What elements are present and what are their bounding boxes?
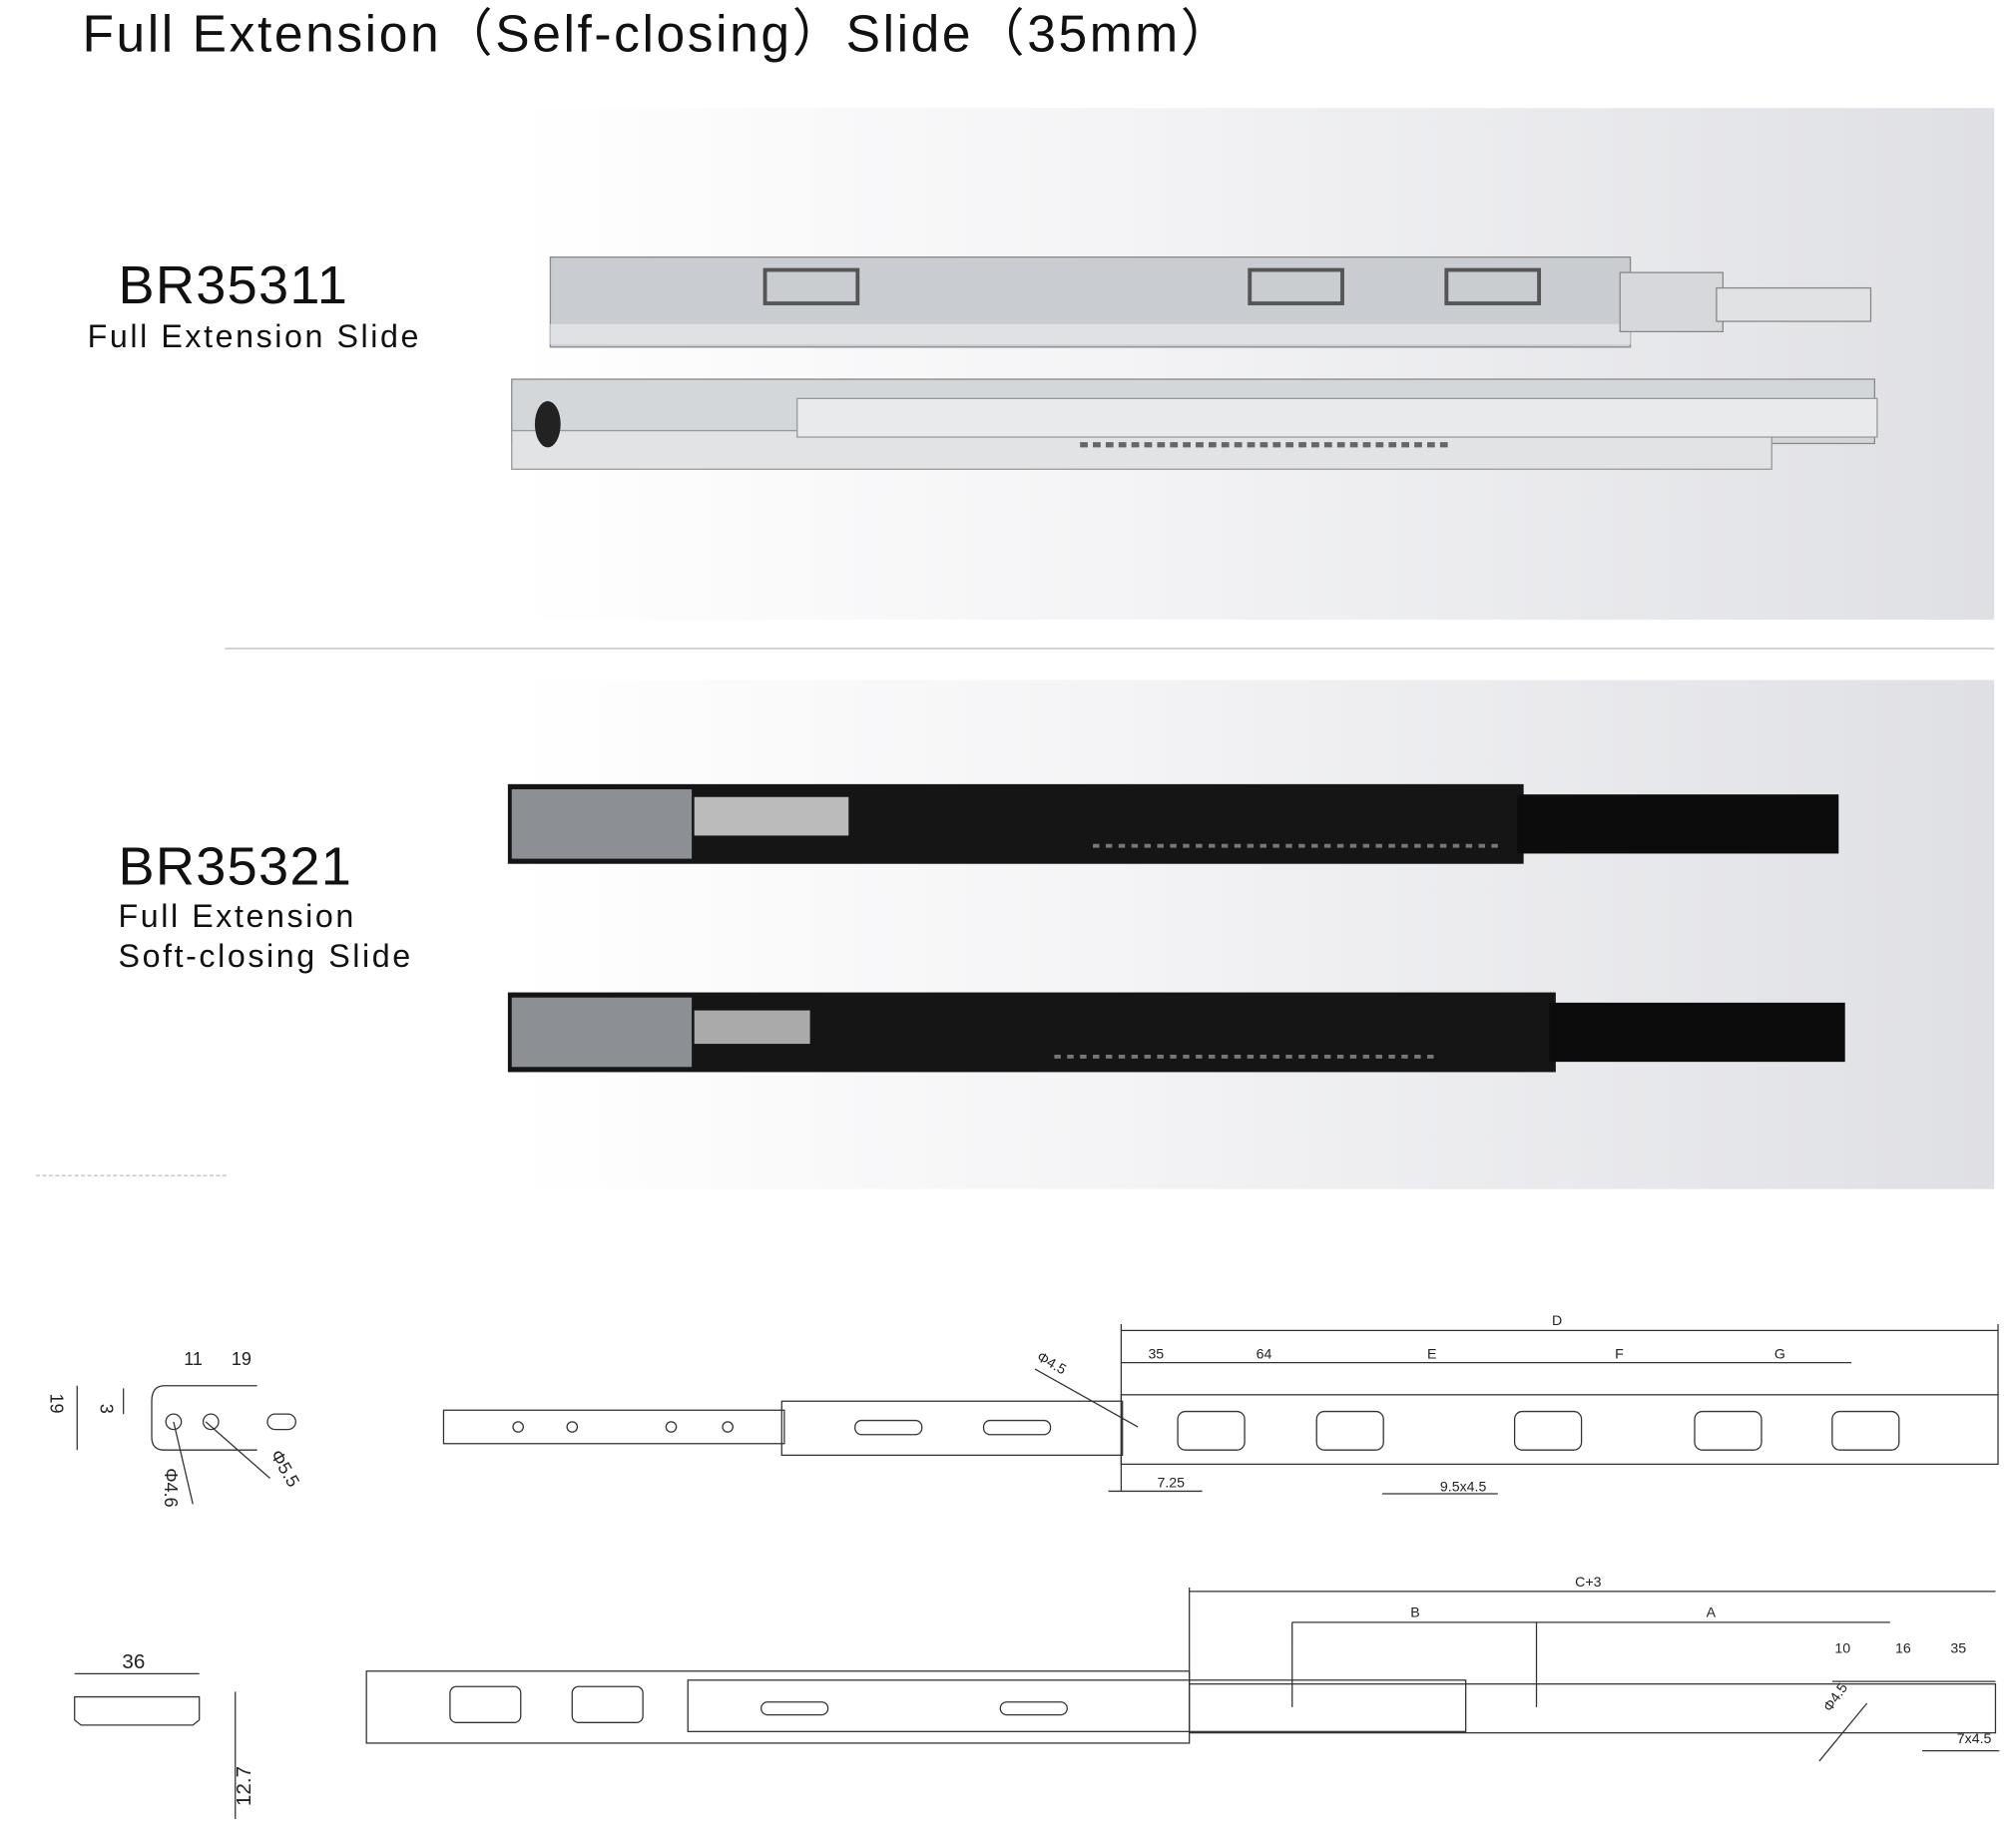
dim-64: 64 <box>1257 1347 1272 1363</box>
model-br35311-desc: Full Extension Slide <box>87 318 421 355</box>
silver-slide-photo <box>511 256 1878 470</box>
dim-10: 10 <box>1834 1641 1850 1657</box>
technical-drawing-bottom: 36 12.7 C+3 B A 10 16 35 Φ4.5 7x4.5 <box>74 1575 2000 1819</box>
dim-phi55: Φ5.5 <box>266 1447 303 1491</box>
dim-G: G <box>1774 1347 1785 1363</box>
model-br35311: BR35311 <box>118 254 349 315</box>
model-br35321-desc-1: Full Extension <box>118 898 356 935</box>
dim-19-h: 19 <box>46 1394 66 1414</box>
model-br35321-desc-2: Soft-closing Slide <box>118 938 413 975</box>
dim-B: B <box>1410 1605 1419 1621</box>
model-br35321: BR35321 <box>118 835 353 896</box>
dim-D: D <box>1552 1313 1562 1329</box>
dim-35: 35 <box>1148 1347 1164 1363</box>
technical-drawing-top: 11 19 19 3 Φ4.6 Φ5.5 Φ4.5 D 35 64 E F G … <box>46 1313 1999 1508</box>
dim-hole-bottom: Φ4.5 <box>1820 1680 1851 1715</box>
dim-16: 16 <box>1895 1641 1911 1657</box>
dashed-divider <box>36 1174 227 1176</box>
dim-slot-bottom: 7x4.5 <box>1957 1731 1992 1747</box>
black-slide-photo <box>507 783 1845 1073</box>
page-title: Full Extension（Self-closing）Slide（35mm） <box>82 6 1235 64</box>
dim-36: 36 <box>122 1650 145 1673</box>
section-divider <box>225 648 1995 650</box>
dim-725: 7.25 <box>1157 1476 1185 1492</box>
dim-C: C+3 <box>1575 1575 1601 1591</box>
dim-19-w: 19 <box>232 1349 252 1369</box>
product-photo-panel-2 <box>514 680 1995 1189</box>
dim-hole-top: Φ4.5 <box>1034 1349 1069 1378</box>
dim-127: 12.7 <box>233 1766 255 1806</box>
dim-11: 11 <box>184 1349 203 1369</box>
dim-F: F <box>1615 1347 1624 1363</box>
dim-phi46: Φ4.6 <box>161 1468 181 1507</box>
dim-slot-top: 9.5x4.5 <box>1440 1479 1487 1495</box>
dim-35-b: 35 <box>1950 1641 1966 1657</box>
dim-E: E <box>1427 1347 1436 1363</box>
dim-3: 3 <box>96 1404 116 1414</box>
dim-A: A <box>1707 1605 1717 1621</box>
product-photo-panel-1 <box>514 108 1995 620</box>
